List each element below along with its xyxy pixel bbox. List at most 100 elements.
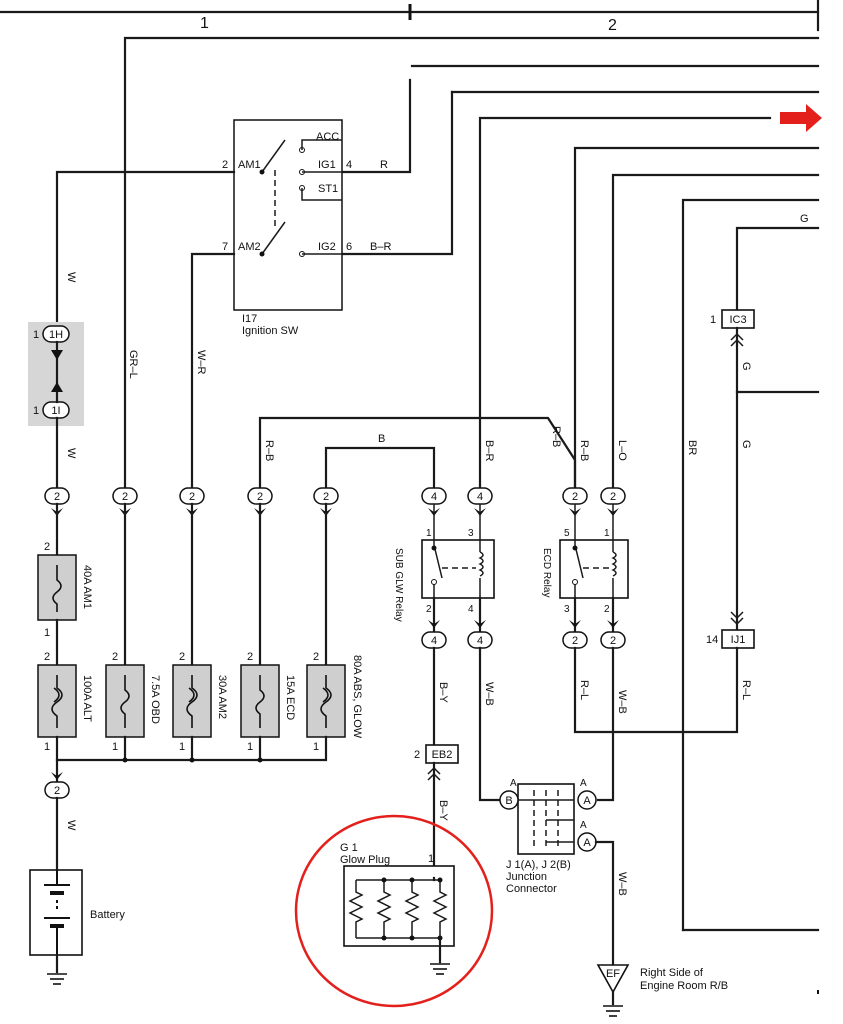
- ground-id: EF: [606, 968, 620, 980]
- fuse-am1-pin-bottom: 1: [44, 627, 50, 639]
- ecd-relay-label: ECD Relay: [541, 548, 552, 597]
- pin-label: A: [580, 778, 587, 789]
- connector-eb2[interactable]: [425, 744, 459, 764]
- fuse-glow-pin-bottom: 1: [313, 741, 319, 753]
- fuse-glow-pin-top: 2: [313, 651, 319, 663]
- fuse-glow-label: 80A ABS, GLOW: [351, 655, 363, 739]
- battery-label: Battery: [90, 909, 125, 921]
- fuse-icon: [120, 675, 130, 728]
- glow-plug-id: G 1: [340, 842, 358, 854]
- ecd-relay-pin: 2: [604, 604, 610, 615]
- pin-label: 2: [54, 491, 60, 503]
- pin-label: 2: [122, 491, 128, 503]
- glow-plug-resistors-icon: [348, 877, 448, 941]
- chevron-down-icon: [51, 350, 63, 360]
- relay-node: [431, 579, 437, 585]
- chevron-down-icon: [569, 620, 581, 628]
- relay-node: [431, 545, 437, 551]
- chevron-down-icon: [730, 611, 744, 620]
- chevron-down-icon: [428, 620, 440, 628]
- wire-br: [681, 198, 820, 932]
- pin-label: 2: [610, 491, 616, 503]
- ig1-wire-color: R: [380, 159, 388, 171]
- pin-label: A: [583, 795, 591, 807]
- ground-point-ef[interactable]: [596, 964, 630, 994]
- am1-low-wire-color: W: [65, 448, 77, 459]
- pin-label: 2: [572, 635, 578, 647]
- wire-sub-relay-in: [478, 116, 772, 490]
- ig2-wire-color: B–R: [370, 241, 391, 253]
- am1-label: AM1: [238, 159, 261, 171]
- ignition-switch[interactable]: [233, 119, 343, 311]
- highlight-circle: [294, 814, 494, 1008]
- br-wire-color: BR: [686, 440, 698, 455]
- pin-label: 4: [477, 635, 483, 647]
- connector-row-top: 2 2 2 2 2 4 4 2 2: [44, 487, 626, 505]
- chevrons-top-row: [51, 508, 619, 516]
- ecd-relay-pin: 3: [564, 604, 570, 615]
- acc-label: ACC: [316, 131, 339, 143]
- battery-icon: [44, 870, 70, 955]
- pin-label: 2: [323, 491, 329, 503]
- battery-wire-color: W: [65, 820, 77, 831]
- rl2-wire-color: R–L: [740, 680, 752, 700]
- continuation-arrow-icon[interactable]: [780, 104, 822, 132]
- am1-pin: 2: [222, 159, 228, 171]
- wire-wb-ground: [594, 840, 615, 967]
- fuse-bus: [55, 735, 328, 762]
- wire-am2: [190, 252, 236, 490]
- wire-rl: [573, 646, 739, 734]
- g-low-wire-color: G: [740, 440, 752, 449]
- ground-label-2: Engine Room R/B: [640, 980, 728, 992]
- junction-pin-b[interactable]: [499, 790, 519, 810]
- ecd-relay[interactable]: [559, 539, 629, 599]
- fuse-alt-label: 100A ALT: [81, 675, 93, 722]
- wire-ecd-relay-in: [573, 146, 820, 490]
- by1-wire-color: B–Y: [437, 682, 449, 703]
- pin-label: B: [505, 795, 512, 807]
- pin-label: 4: [431, 635, 437, 647]
- st1-label: ST1: [318, 183, 338, 195]
- fuse-am2-pin-top: 2: [179, 651, 185, 663]
- wire-am1: [55, 170, 236, 327]
- fuse-icon: [186, 675, 198, 728]
- glow-feed-wire-color: B: [378, 433, 385, 445]
- junction-label-2: Connector: [506, 883, 557, 895]
- glow-plug-pin: 1: [428, 853, 434, 865]
- wire-wb1: [478, 646, 502, 802]
- junction-id: J 1(A), J 2(B): [506, 859, 571, 871]
- fuse-obd-label: 7.5A OBD: [149, 675, 161, 724]
- fuse-row: 2 1 2 1 2 1 2 1 2 1 100A ALT 7.5A OBD 30…: [37, 651, 363, 753]
- fuse-ecd-pin-top: 2: [247, 651, 253, 663]
- fuse-obd-pin-bottom: 1: [112, 741, 118, 753]
- connector-ij1-pin: 14: [706, 634, 718, 646]
- ignition-switch-id: I17: [242, 313, 257, 325]
- ecd-relay-pin: 5: [564, 528, 570, 539]
- fuse-alt-pin-bottom: 1: [44, 741, 50, 753]
- connector-eb2-pin: 2: [414, 749, 420, 761]
- bus-node: [122, 757, 128, 763]
- chevron-down-icon: [474, 620, 486, 628]
- wire-ecd: [258, 416, 577, 490]
- pin-label: 4: [477, 491, 483, 503]
- fuse-alt-pin-top: 2: [44, 651, 50, 663]
- coil-icon: [611, 551, 617, 577]
- chevron-up-icon: [51, 382, 63, 392]
- wire-lo: [611, 173, 820, 490]
- bus-node: [257, 757, 263, 763]
- fuse-icon: [255, 675, 265, 728]
- wire-ig2: [340, 90, 454, 256]
- relay-node: [572, 545, 578, 551]
- sub-relay-label: SUB GLW Relay: [393, 548, 404, 622]
- lo-wire-color: L–O: [616, 440, 628, 461]
- ignition-switch-name: Ignition SW: [242, 325, 299, 337]
- connector-1i-pin: 1: [33, 405, 39, 417]
- sub-relay-pin: 3: [468, 528, 474, 539]
- pin-label: A: [510, 778, 517, 789]
- wb2-wire-color: W–B: [616, 690, 628, 714]
- ig2-pin: 6: [346, 241, 352, 253]
- junction-pin-a[interactable]: [577, 790, 597, 810]
- fuse-am2-pin-bottom: 1: [179, 741, 185, 753]
- pin-label: 2: [572, 491, 578, 503]
- ground-icon: [47, 973, 67, 985]
